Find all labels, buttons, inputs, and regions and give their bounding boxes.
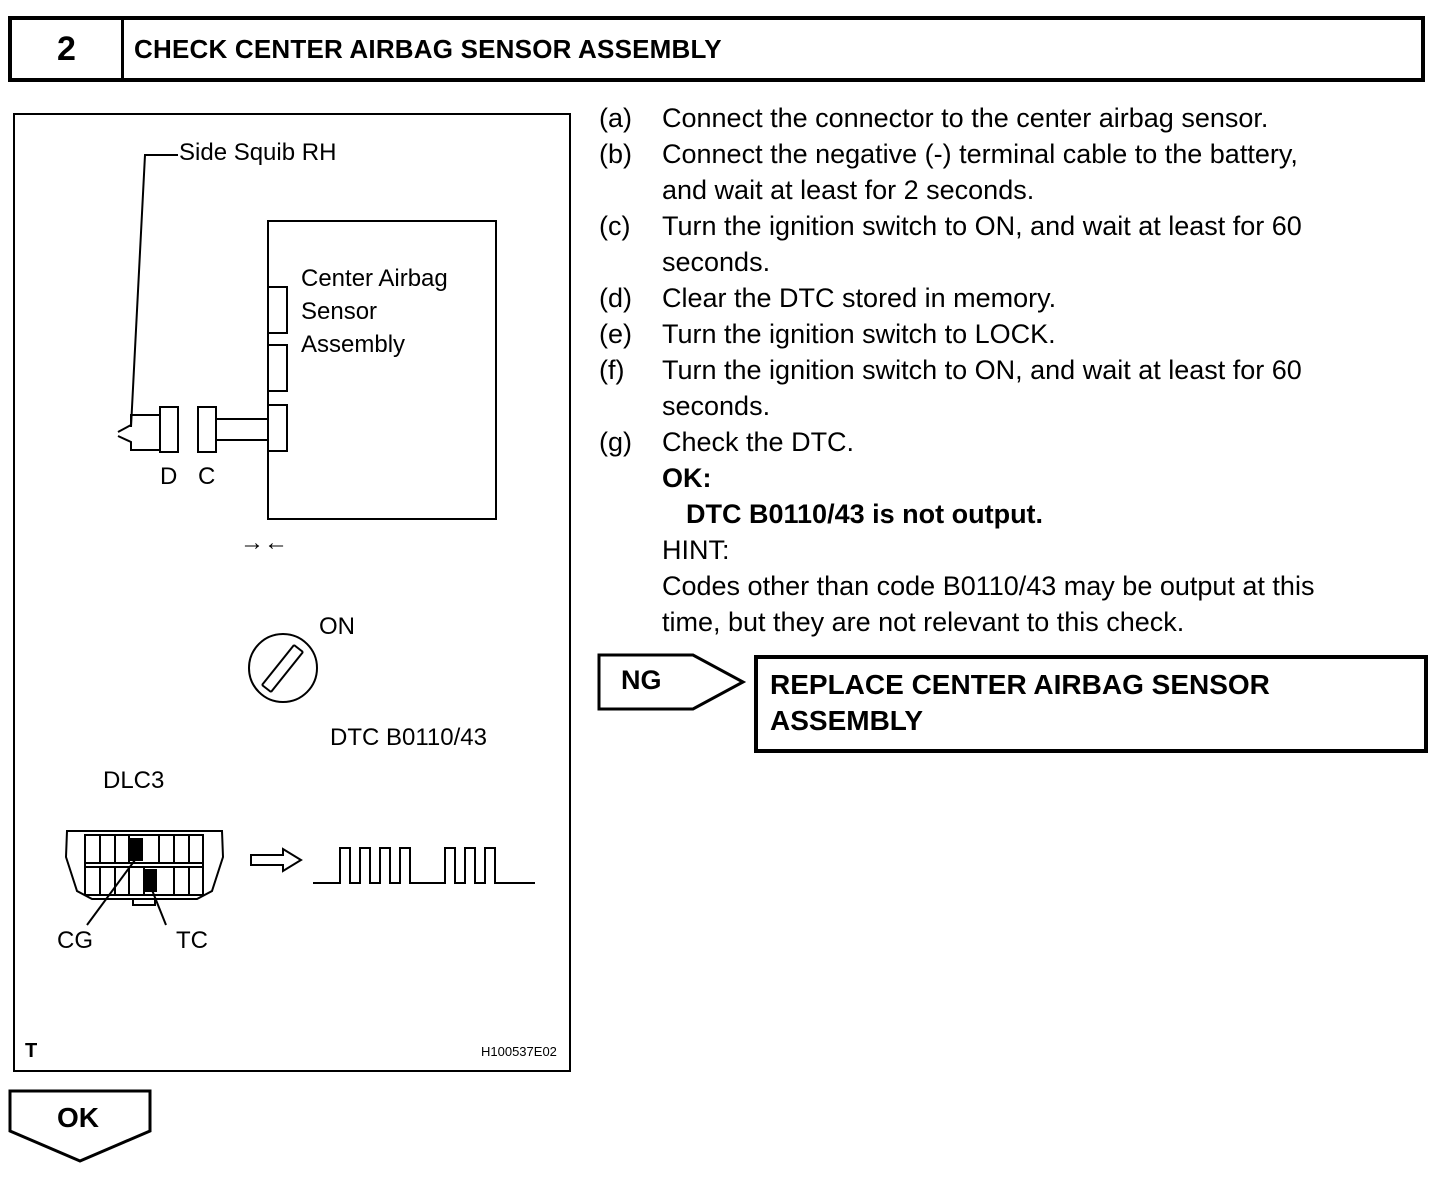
step-title: CHECK CENTER AIRBAG SENSOR ASSEMBLY [134, 33, 722, 64]
ng-action-box: REPLACE CENTER AIRBAG SENSOR ASSEMBLY [754, 655, 1428, 753]
ok-label: OK [57, 1102, 99, 1133]
ng-action-line-2: ASSEMBLY [770, 705, 924, 736]
cg-terminal [130, 838, 143, 861]
step-number: 2 [12, 20, 124, 78]
sensor-label-line-3: Assembly [301, 331, 406, 358]
squib-plug [117, 414, 161, 451]
step-text: and wait at least for 2 seconds. [662, 175, 1035, 205]
dtc-pulse-waveform [313, 847, 535, 884]
ng-label: NG [621, 665, 662, 695]
step-item: (d) Clear the DTC stored in memory. [599, 280, 1419, 316]
dlc3-label: DLC3 [103, 767, 165, 794]
diagram-drawing [64, 154, 535, 926]
step-text: Turn the ignition switch to LOCK. [662, 319, 1056, 349]
connect-arrows: →← [240, 529, 288, 556]
sensor-label-line-2: Sensor [301, 298, 378, 325]
cg-label: CG [57, 927, 93, 954]
sensor-slot-2 [267, 344, 288, 392]
step-key: (e) [599, 319, 632, 349]
tc-label: TC [176, 927, 208, 954]
step-item: (e) Turn the ignition switch to LOCK. [599, 316, 1419, 352]
ng-action-line-1: REPLACE CENTER AIRBAG SENSOR [770, 669, 1270, 700]
step-text: Turn the ignition switch to ON, and wait… [662, 211, 1302, 241]
tc-terminal [144, 869, 157, 892]
side-squib-label: Side Squib RH [179, 139, 337, 166]
ok-arrow-icon [8, 1089, 152, 1163]
connector-c-label: C [198, 463, 216, 490]
step-item: (f) Turn the ignition switch to ON, and … [599, 352, 1419, 424]
step-text: Clear the DTC stored in memory. [662, 283, 1057, 313]
step-item: (a) Connect the connector to the center … [599, 100, 1419, 136]
step-text: Turn the ignition switch to ON, and wait… [662, 355, 1302, 385]
procedure-steps: (a) Connect the connector to the center … [599, 100, 1419, 640]
step-key: (g) [599, 427, 632, 457]
step-key: (d) [599, 283, 632, 313]
ignition-key-icon [248, 633, 318, 703]
ok-branch: OK [8, 1089, 156, 1172]
step-key: (a) [599, 103, 632, 133]
step-item: (g) Check the DTC. [599, 424, 1419, 460]
hint-label: HINT: [662, 535, 730, 565]
step-key: (b) [599, 139, 632, 169]
corner-mark: T [25, 1040, 38, 1062]
sensor-slot-3 [267, 404, 288, 452]
connector-d-label: D [160, 463, 178, 490]
step-key: (f) [599, 355, 625, 385]
diagram-figure: Side Squib RH Center Airbag Sensor Assem… [13, 113, 571, 1072]
hint-text-line-2: time, but they are not relevant to this … [662, 607, 1185, 637]
connector-d [159, 406, 179, 453]
step-header: 2 CHECK CENTER AIRBAG SENSOR ASSEMBLY [8, 16, 1425, 82]
step-key: (c) [599, 211, 631, 241]
ignition-on-label: ON [319, 613, 355, 640]
dlc3-connector-icon [64, 830, 225, 900]
step-text: seconds. [662, 247, 771, 277]
sensor-slot-1 [267, 286, 288, 334]
side-squib-leader [130, 154, 178, 428]
step-text: Connect the negative (-) terminal cable … [662, 139, 1298, 169]
step-item: (c) Turn the ignition switch to ON, and … [599, 208, 1419, 280]
step-text: Check the DTC. [662, 427, 855, 457]
step-text: seconds. [662, 391, 771, 421]
sensor-label-line-1: Center Airbag [301, 265, 448, 292]
hint-text-line-1: Codes other than code B0110/43 may be ou… [662, 571, 1315, 601]
ng-arrow-icon [597, 653, 747, 711]
step-item: (b) Connect the negative (-) terminal ca… [599, 136, 1419, 208]
dtc-label: DTC B0110/43 [330, 724, 487, 751]
ok-criteria-text: DTC B0110/43 is not output. [686, 499, 1044, 529]
connector-c [197, 406, 217, 453]
output-arrow-icon [250, 847, 303, 873]
ok-criteria-label: OK: [662, 463, 712, 493]
ng-branch: NG [597, 653, 749, 718]
figure-code: H100537E02 [481, 1044, 557, 1059]
step-text: Connect the connector to the center airb… [662, 103, 1269, 133]
